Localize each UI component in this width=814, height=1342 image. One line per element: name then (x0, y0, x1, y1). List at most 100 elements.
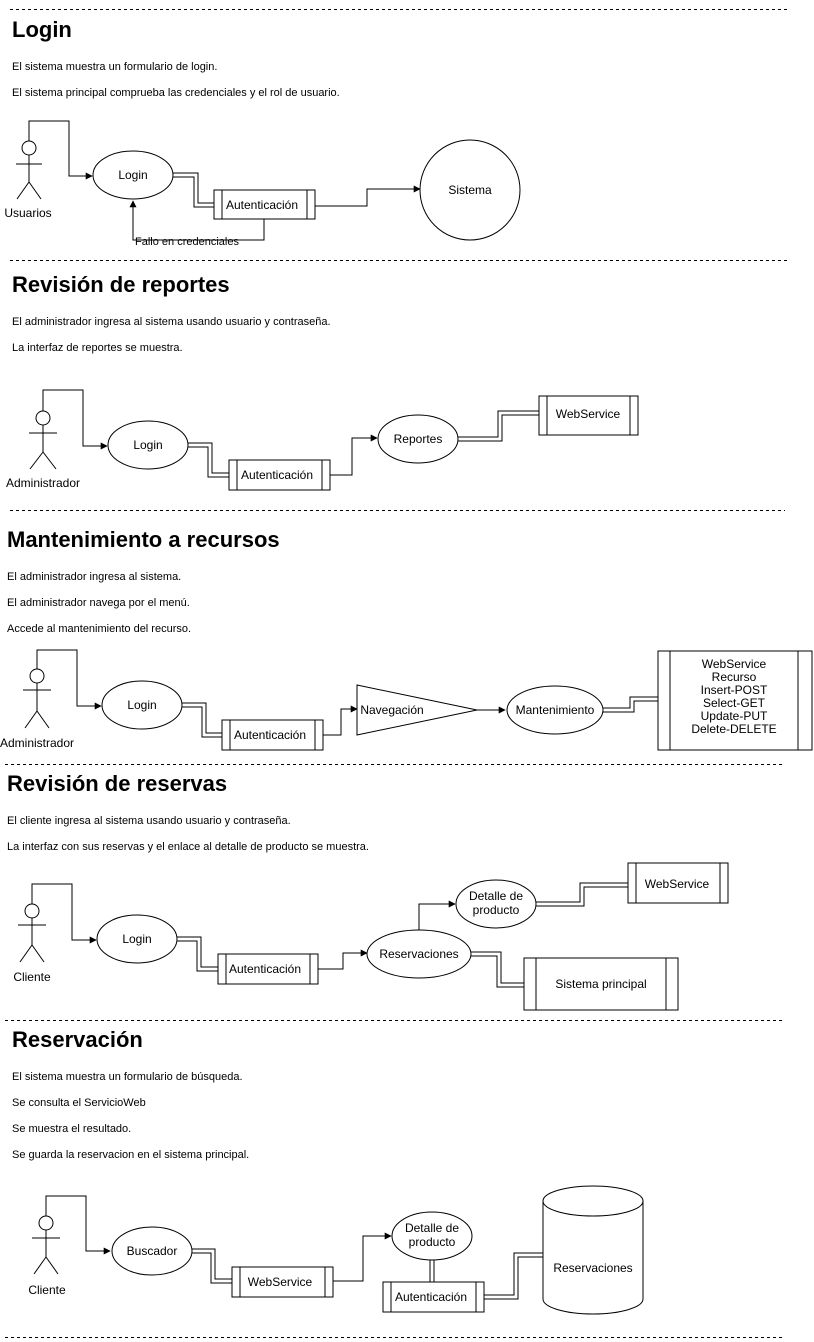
auth-label: Autenticación (234, 728, 306, 742)
auth-process (213, 189, 316, 220)
section-text: El sistema principal comprueba las crede… (12, 87, 340, 99)
detail-label: Detalle de (469, 889, 523, 903)
double-connector (177, 936, 218, 972)
actor-icon (23, 668, 51, 729)
actor-label: Administrador (0, 736, 74, 750)
search-node (111, 1226, 193, 1276)
database-icon (542, 1185, 644, 1315)
actor-icon (16, 140, 42, 200)
double-connector (429, 1260, 435, 1282)
login-node (92, 150, 174, 200)
search-label: Buscador (127, 1244, 178, 1258)
fail-connector (129, 200, 265, 241)
double-connector (536, 882, 628, 907)
connector (418, 900, 456, 930)
section-text: Accede al mantenimiento del recurso. (7, 623, 192, 635)
fail-label: Fallo en credenciales (135, 236, 239, 248)
auth-label: Autenticación (241, 468, 313, 482)
webservice-line: Update-PUT (701, 709, 768, 723)
section-separators (5, 9, 790, 1338)
section-text: Se guarda la reservacion en el sistema p… (12, 1149, 250, 1161)
section-title-reservacion: Reservación (12, 1027, 143, 1052)
section-text: El cliente ingresa al sistema usando usu… (7, 815, 291, 827)
double-connector (603, 696, 658, 713)
section-text: El sistema muestra un formulario de búsq… (12, 1071, 243, 1083)
webservice-line: Insert-POST (701, 683, 768, 697)
reports-node (377, 414, 459, 464)
detail-node (455, 879, 537, 929)
section-title-revision-reservas: Revisión de reservas (7, 771, 228, 796)
webservice-box (657, 650, 813, 751)
actor-icon (18, 903, 46, 963)
actor-icon (29, 410, 57, 470)
auth-label: Autenticación (395, 1290, 467, 1304)
detail-node (391, 1211, 473, 1261)
connector (45, 1195, 111, 1255)
detail-label: producto (409, 1235, 456, 1249)
connector (333, 1232, 392, 1282)
actor-label: Administrador (6, 476, 80, 490)
diagram-mantenimiento: Administrador Login Autenticación Navega… (0, 649, 813, 751)
reservations-label: Reservaciones (379, 947, 458, 961)
diagram-reservacion: Cliente Buscador WebService Detalle de p… (28, 1185, 644, 1315)
webservice-label: WebService (645, 877, 710, 891)
webservice-line: WebService (702, 657, 767, 671)
maintenance-label: Mantenimiento (516, 703, 595, 717)
login-node (101, 680, 183, 730)
actor-label: Cliente (13, 970, 51, 984)
section-text: El administrador navega por el menú. (7, 597, 190, 609)
reports-label: Reportes (394, 432, 443, 446)
webservice-line: Select-GET (703, 696, 766, 710)
login-label: Login (118, 168, 147, 182)
webservice-label: WebService (556, 407, 621, 421)
login-node (107, 420, 189, 470)
section-text: El administrador ingresa al sistema usan… (12, 316, 331, 328)
section-text: Se muestra el resultado. (12, 1123, 132, 1135)
section-title-mantenimiento: Mantenimiento a recursos (7, 527, 280, 552)
system-node (419, 139, 521, 241)
navigation-node (356, 684, 478, 736)
section-text: La interfaz con sus reservas y el enlace… (7, 841, 369, 853)
connector (28, 120, 93, 180)
system-label: Sistema (448, 183, 492, 197)
double-connector (188, 442, 229, 478)
section-text: La interfaz de reportes se muestra. (12, 342, 183, 354)
webservice-label: WebService (248, 1275, 313, 1289)
webservice-box (538, 395, 639, 436)
section-title-login: Login (12, 17, 72, 42)
login-label: Login (127, 698, 156, 712)
login-label: Login (122, 932, 151, 946)
database-label: Reservaciones (553, 1261, 632, 1275)
detail-label: producto (473, 903, 520, 917)
auth-label: Autenticación (229, 962, 301, 976)
login-label: Login (133, 438, 162, 452)
double-connector (182, 702, 222, 738)
maintenance-node (506, 685, 604, 735)
webservice-box (231, 1266, 334, 1298)
actor-label: Usuarios (4, 206, 51, 220)
connector (31, 883, 97, 944)
main-system-label: Sistema principal (555, 977, 646, 991)
auth-process (221, 719, 324, 751)
actor-label: Cliente (28, 1283, 66, 1297)
diagram-login: Usuarios Login Autenticación Sistema Fal… (4, 120, 521, 248)
connector (42, 389, 108, 450)
auth-process (217, 953, 319, 985)
webservice-line: Delete-DELETE (691, 722, 776, 736)
section-text: El administrador ingresa al sistema. (7, 571, 182, 583)
diagram-reservas: Cliente Login Autenticación Reservacione… (13, 862, 729, 1011)
navigation-label: Navegación (360, 703, 423, 717)
connector (330, 434, 378, 476)
double-connector (173, 172, 214, 208)
double-connector (471, 951, 524, 988)
webservice-line: Recurso (712, 670, 757, 684)
section-title-revision-reportes: Revisión de reportes (12, 272, 230, 297)
detail-label: Detalle de (405, 1221, 459, 1235)
double-connector (458, 410, 539, 442)
login-node (96, 914, 178, 964)
diagram-reportes: Administrador Login Autenticación Report… (6, 389, 639, 491)
double-connector (484, 1252, 543, 1300)
double-connector (192, 1248, 232, 1284)
connector (36, 649, 102, 710)
connector (315, 185, 421, 207)
